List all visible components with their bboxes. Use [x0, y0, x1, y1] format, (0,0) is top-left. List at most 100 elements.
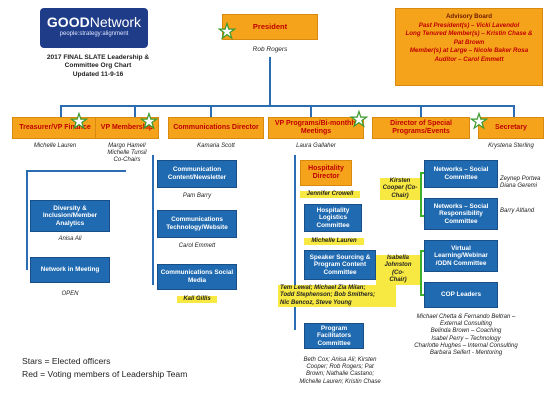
- legend-red: Red = Voting members of Leadership Team: [22, 369, 188, 379]
- cop-names-line5: Charlotte Hughes – Internal Consulting: [414, 342, 518, 349]
- virtual-learning-title: Virtual Learning/Webinar /ODN Committee: [434, 244, 488, 267]
- diversity-committee-title: Diversity & Inclusion/Member Analytics: [42, 204, 98, 227]
- comms-director-title: Communications Director: [173, 124, 259, 131]
- slate-line2: Committee Org Chart: [64, 62, 132, 70]
- networks-social-member1: Zeynep Portwa: [500, 176, 541, 182]
- speaker-sourcing-title: Speaker Sourcing & Program Content Commi…: [309, 253, 371, 276]
- vp-programs-title: VP Programs/Bi-monthly Meetings: [274, 120, 358, 135]
- connector-line: [513, 105, 515, 117]
- network-meeting-title: Network in Meeting: [40, 266, 100, 274]
- cop-names-line4: Isabel Perry – Technology: [431, 335, 501, 342]
- membership-name-line3: Co-Chairs: [113, 157, 141, 164]
- treasurer-name: Michelle Lauren: [33, 143, 77, 149]
- logo-tagline: people:strategy:alignment: [59, 31, 129, 37]
- star-icon: ★: [139, 111, 158, 133]
- logo-wordmark: GOODNetwork: [40, 14, 148, 30]
- advisory-board: Advisory Board Past President(s) – Vicki…: [395, 8, 543, 86]
- cop-leaders-title: COP Leaders: [440, 291, 482, 299]
- comms-tech-title: Communications Technology/Website: [166, 216, 228, 231]
- network-meeting-box: Network in Meeting: [30, 257, 110, 283]
- membership-names: Margo Hamel/ Michelle Tunsil Co-Chairs: [92, 143, 162, 165]
- cop-names-line1: Michael Chetta & Fernando Beltran –: [416, 314, 516, 320]
- comms-director-box: Communications Director: [168, 117, 264, 139]
- connector-line: [420, 105, 422, 117]
- connector-line: [26, 170, 28, 270]
- comms-social-title: Communications Social Media: [160, 269, 234, 284]
- networks-social-members: Zeynep Portwa Diana Geremi: [500, 176, 550, 190]
- comms-content-title: Communication Content/Newsletter: [167, 166, 227, 181]
- green-bracket-line: [420, 215, 426, 217]
- advisory-line2: Long Tenured Member(s) – Kristin Chase &: [405, 30, 533, 38]
- network-meeting-name: OPEN: [61, 291, 79, 297]
- diversity-committee-name: Anisa Ali: [58, 236, 82, 242]
- kirsten-line2: Cooper (Co-: [382, 185, 418, 192]
- speaker-names-line2: Todd Stephenson; Bob Smithers;: [280, 292, 376, 299]
- connector-line: [294, 155, 296, 330]
- speaker-sourcing-names: Tem Lewal; Michael Zia Milan; Todd Steph…: [278, 285, 396, 308]
- cop-names-line3: Belinda Brown – Coaching: [430, 328, 502, 335]
- membership-box: VP Membership: [95, 117, 159, 139]
- logo-good: GOOD: [46, 14, 90, 30]
- green-bracket-line: [420, 172, 422, 217]
- speaker-names-line1: Tem Lewal; Michael Zia Milan;: [280, 285, 366, 291]
- hospitality-logistics-title: Hospitality Logistics Committee: [316, 206, 350, 229]
- treasurer-title: Treasurer/VP Finance: [19, 124, 91, 131]
- slate-line1: 2017 FINAL SLATE Leadership &: [46, 54, 150, 61]
- facilitator-names-line2: Cooper; Rob Rogers; Pat: [306, 364, 374, 371]
- speaker-names-line3: Nic Bencoz, Steve Young: [280, 299, 352, 306]
- isabella-line1: Isabella: [386, 255, 409, 261]
- comms-content-box: Communication Content/Newsletter: [157, 160, 237, 188]
- secretary-box: Secretary: [478, 117, 544, 139]
- advisory-title: Advisory Board: [445, 13, 493, 20]
- kirsten-cochair: Kirsten Cooper (Co- Chair): [380, 178, 420, 201]
- special-programs-box: Director of Special Programs/Events: [372, 117, 470, 139]
- president-name: Rob Rogers: [252, 46, 288, 53]
- program-facilitators-names: Beth Cox; Anisa Ali; Kirsten Cooper; Rob…: [292, 357, 388, 386]
- green-bracket-line: [420, 294, 426, 296]
- networks-social-member2: Diana Geremi: [500, 183, 538, 190]
- networks-social-title: Networks – Social Committee: [433, 166, 489, 181]
- membership-name-line1: Margo Hamel/: [108, 143, 146, 149]
- star-icon: ★: [69, 111, 88, 133]
- facilitator-names-line3: Brown; Nathalie Castano;: [305, 371, 375, 378]
- slate-line3: Updated 11-9-16: [72, 70, 124, 78]
- vp-programs-box: VP Programs/Bi-monthly Meetings: [268, 117, 364, 139]
- comms-content-name: Pam Barry: [182, 193, 212, 199]
- slate-title: 2017 FINAL SLATE Leadership & Committee …: [28, 54, 168, 79]
- advisory-line5: Auditor – Carol Emmett: [434, 55, 504, 63]
- special-programs-title: Director of Special Programs/Events: [390, 120, 452, 135]
- goodnetwork-logo: GOODNetwork people:strategy:alignment: [40, 8, 148, 48]
- comms-tech-box: Communications Technology/Website: [157, 210, 237, 238]
- connector-line: [310, 105, 312, 117]
- legend-stars: Stars = Elected officers: [22, 356, 111, 366]
- diversity-committee-box: Diversity & Inclusion/Member Analytics: [30, 200, 110, 232]
- program-facilitators-title: Program Facilitators Committee: [316, 324, 352, 347]
- facilitator-names-line1: Beth Cox; Anisa Ali; Kirsten: [303, 357, 377, 363]
- connector-line: [152, 155, 154, 285]
- star-icon: ★: [469, 111, 488, 133]
- networks-social-resp-box: Networks – Social Responsibility Committ…: [424, 198, 498, 230]
- kirsten-line1: Kirsten: [389, 178, 411, 184]
- legend: Stars = Elected officers Red = Voting me…: [22, 355, 222, 381]
- cop-names-line6: Barbara Seifert - Mentoring: [429, 350, 503, 357]
- comms-director-name: Kamaria Scott: [197, 143, 235, 149]
- networks-social-resp-title: Networks – Social Responsibility Committ…: [433, 202, 489, 225]
- green-bracket-line: [420, 250, 426, 252]
- kirsten-line3: Chair): [391, 192, 409, 199]
- vp-programs-name: Laura Gallaher: [296, 143, 336, 149]
- connector-line: [26, 170, 126, 172]
- star-icon: ★: [217, 21, 236, 43]
- hospitality-logistics-name: Michelle Lauren: [304, 238, 364, 246]
- connector-line: [134, 105, 136, 117]
- membership-title: VP Membership: [100, 124, 154, 131]
- connector-line: [60, 105, 513, 107]
- comms-social-box: Communications Social Media: [157, 264, 237, 290]
- networks-social-resp-member: Barry Altland: [500, 208, 535, 214]
- president-box: President: [222, 14, 318, 40]
- advisory-line4: Member(s) at Large – Nicole Baker Rosa: [409, 47, 529, 55]
- hospitality-director-title: Hospitality Director: [308, 165, 344, 180]
- hospitality-director-box: Hospitality Director: [300, 160, 352, 186]
- virtual-learning-box: Virtual Learning/Webinar /ODN Committee: [424, 240, 498, 272]
- membership-name-line2: Michelle Tunsil: [107, 150, 147, 157]
- program-facilitators-box: Program Facilitators Committee: [304, 323, 364, 349]
